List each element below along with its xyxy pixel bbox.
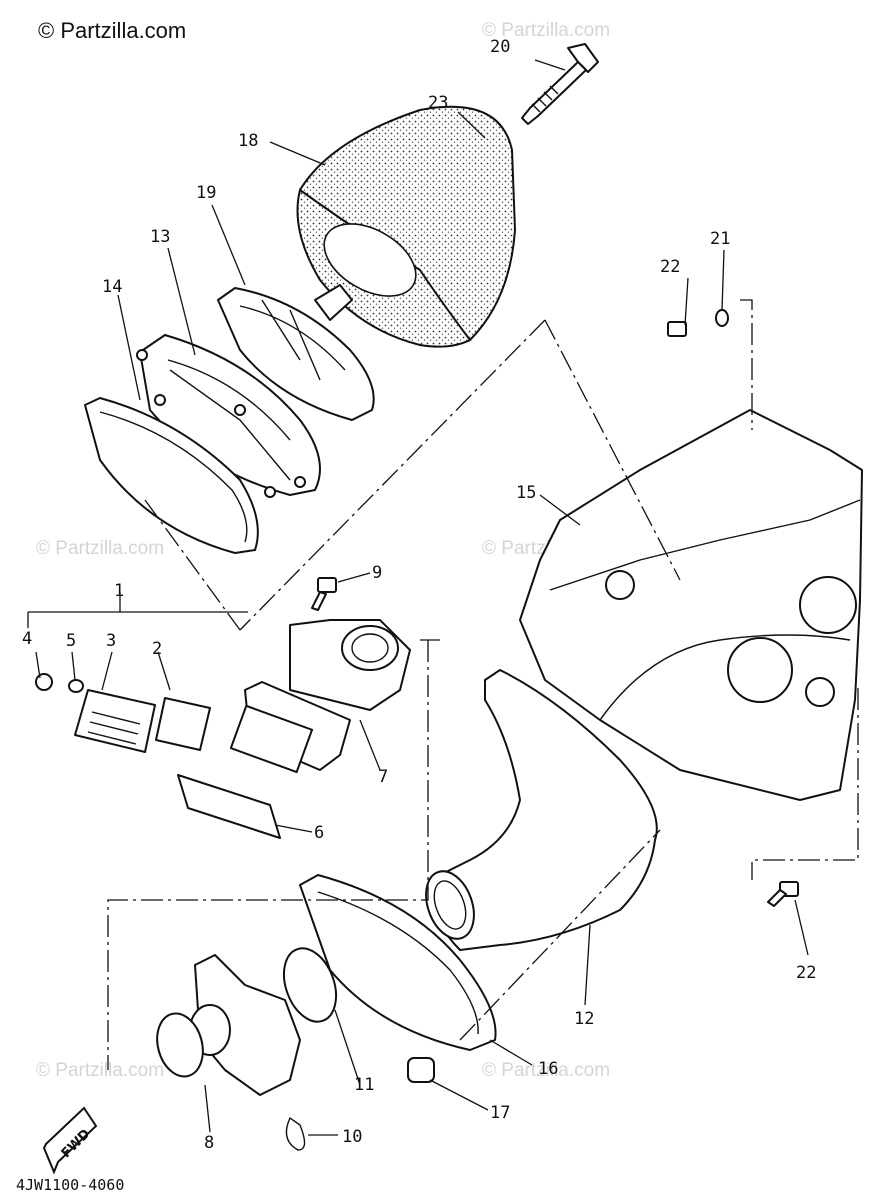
bolt-part (667, 309, 799, 907)
callout-14: 14 (102, 277, 122, 297)
watermark: © Partzilla.com (482, 1060, 610, 1081)
callout-16: 16 (538, 1059, 558, 1079)
bolt-part (311, 577, 337, 611)
gasket-part (84, 397, 259, 554)
clamp-part (156, 947, 338, 1078)
flange-gasket-part (299, 874, 497, 1051)
callout-5: 5 (66, 631, 76, 651)
filter-guide-part (217, 284, 375, 421)
callout-22: 22 (796, 963, 816, 983)
callout-21: 21 (710, 229, 730, 249)
callout-10: 10 (342, 1127, 362, 1147)
callout-9: 9 (372, 563, 382, 583)
reed-valve-assembly (35, 673, 351, 839)
air-filter-case-part (519, 409, 863, 801)
wing-bolt-part (521, 43, 599, 125)
brand-text: © Partzilla.com (38, 18, 186, 43)
callout-23: 23 (428, 93, 448, 113)
callout-22: 22 (660, 257, 680, 277)
diagram-code: 4JW1100-4060 (16, 1176, 124, 1194)
callout-11: 11 (354, 1075, 374, 1095)
clip-part (285, 1116, 306, 1151)
air-filter-element-part (296, 105, 517, 348)
callout-7: 7 (378, 767, 388, 787)
callout-12: 12 (574, 1009, 594, 1029)
watermark: © Partzilla.com (36, 538, 164, 559)
intake-joint-part (425, 669, 658, 951)
callout-2: 2 (152, 639, 162, 659)
fwd-arrow: FWD (42, 1106, 98, 1175)
callout-17: 17 (490, 1103, 510, 1123)
callout-3: 3 (106, 631, 116, 651)
callout-19: 19 (196, 183, 216, 203)
callout-15: 15 (516, 483, 536, 503)
callout-6: 6 (314, 823, 324, 843)
watermark: © Partzilla.com (482, 20, 610, 41)
nut-part (407, 1057, 435, 1083)
manifold-part (289, 619, 411, 711)
callout-18: 18 (238, 131, 258, 151)
watermark: © Partzilla.com (36, 1060, 164, 1081)
callout-20: 20 (490, 37, 510, 57)
callout-8: 8 (204, 1133, 214, 1153)
callout-4: 4 (22, 629, 32, 649)
callout-13: 13 (150, 227, 170, 247)
callout-1: 1 (114, 581, 124, 601)
